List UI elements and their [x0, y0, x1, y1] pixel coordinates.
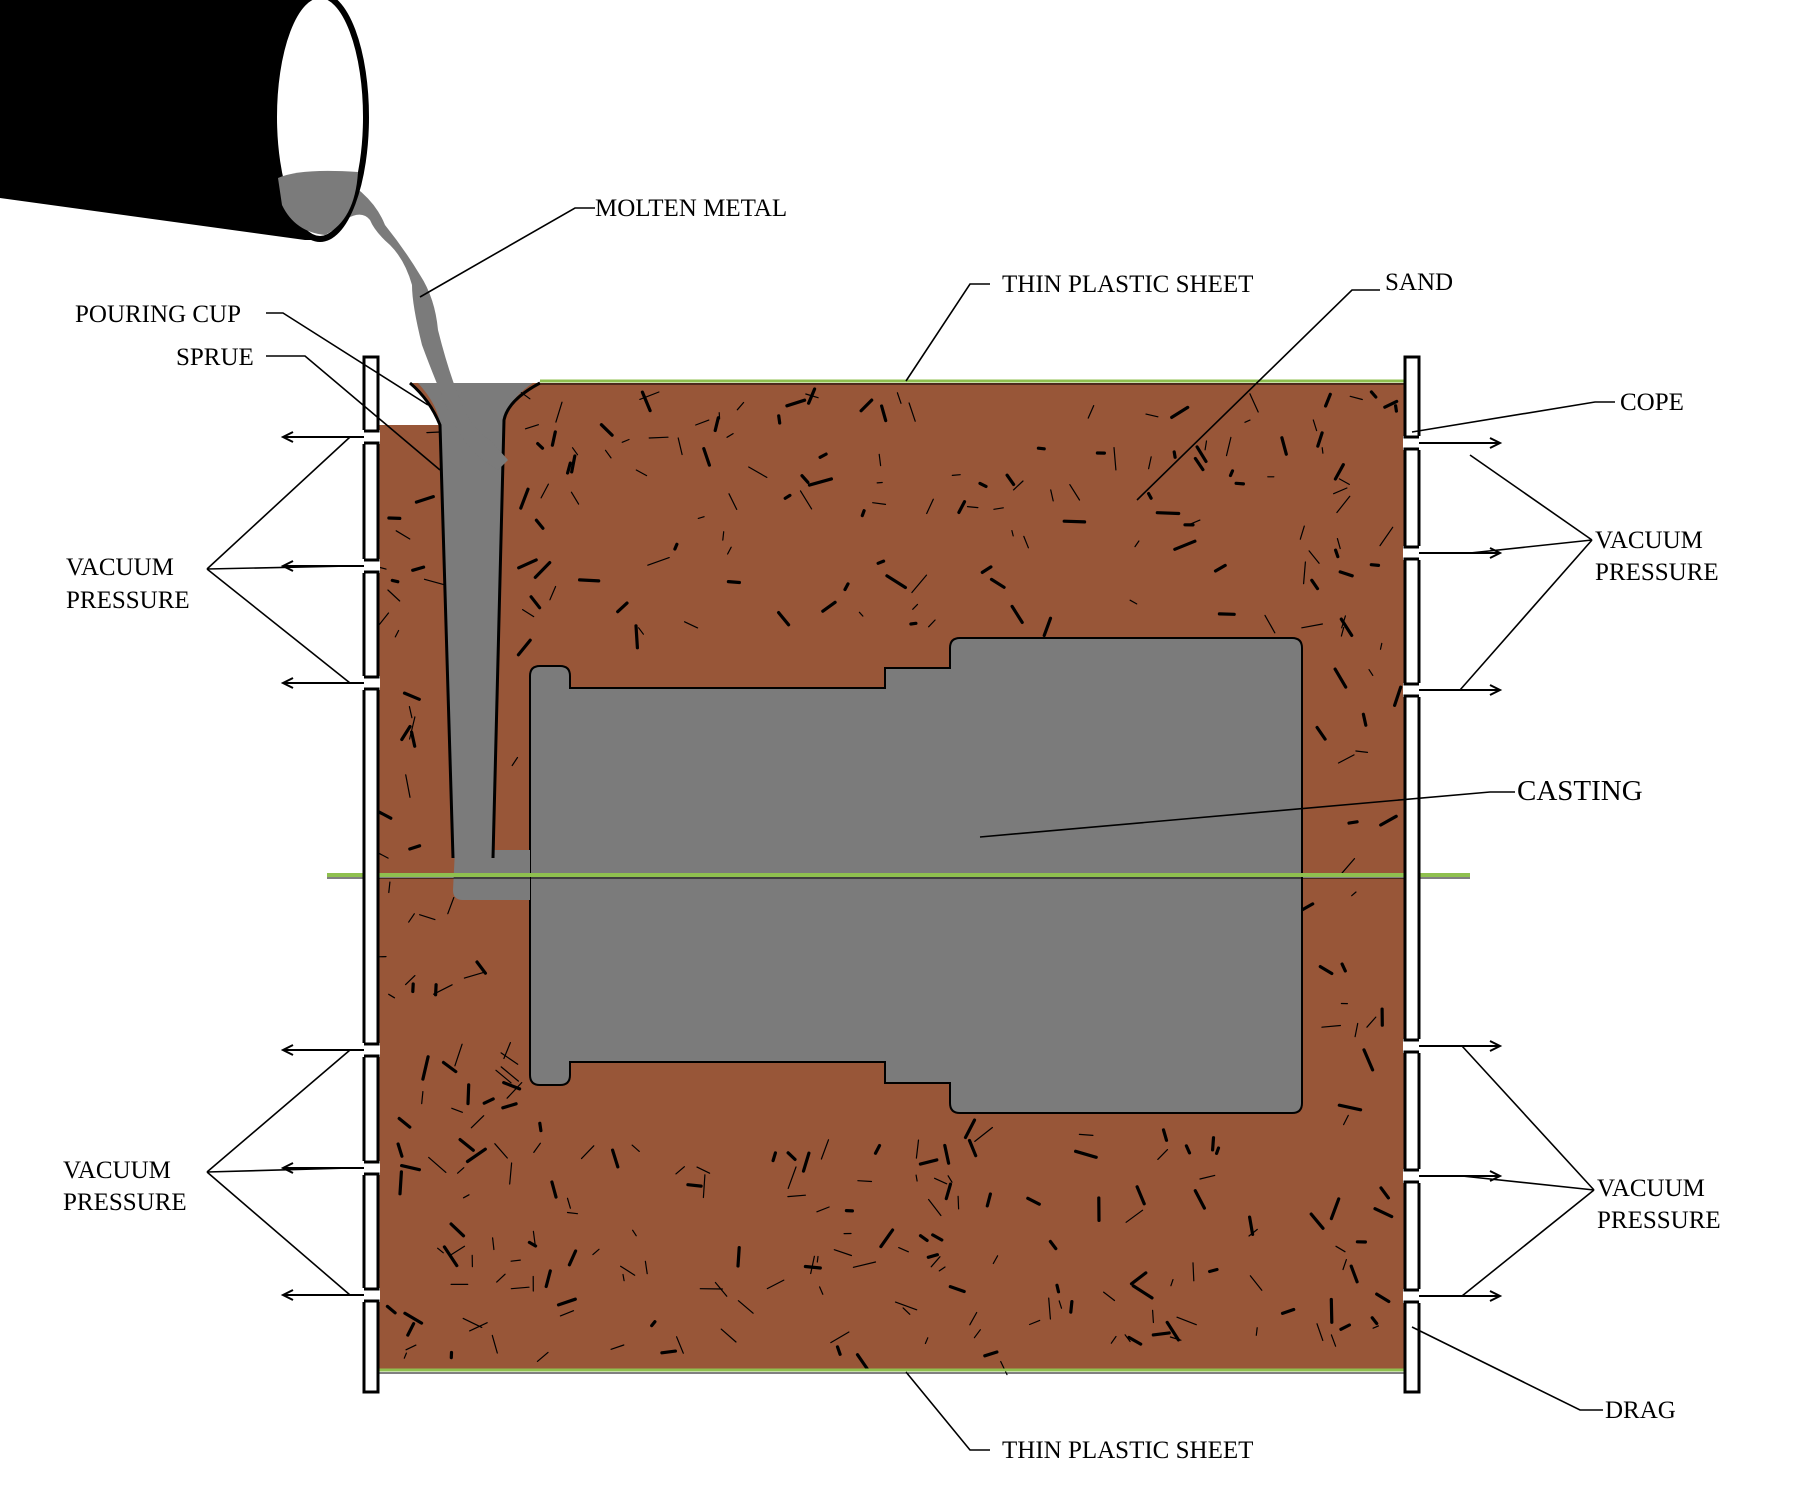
sand-grain: [1071, 1302, 1072, 1313]
sand-grain: [1064, 521, 1084, 522]
sand-grain: [392, 580, 398, 581]
label-pressure-upper-left: PRESSURE: [66, 587, 190, 614]
leader-vacuum-lower-left-1: [207, 1050, 350, 1172]
sand-grain: [1322, 448, 1323, 454]
sand-grain: [1213, 1138, 1214, 1150]
leader-vacuum-lower-right-2: [1462, 1176, 1594, 1190]
leader-cope: [1412, 402, 1615, 432]
sand-grain: [1174, 452, 1175, 457]
sand-grain: [1149, 494, 1152, 499]
label-vacuum-lower-right: VACUUM: [1597, 1175, 1705, 1202]
label-molten-metal: MOLTEN METAL: [595, 195, 787, 222]
label-thin-plastic-sheet-top: THIN PLASTIC SHEET: [1002, 271, 1253, 298]
sand-grain: [878, 561, 884, 563]
label-cope: COPE: [1620, 389, 1684, 416]
sand-grain: [400, 1172, 401, 1194]
label-pressure-lower-left: PRESSURE: [63, 1189, 187, 1216]
sand-grain: [805, 1267, 820, 1269]
leader-vacuum-upper-right-2: [1470, 540, 1592, 553]
sand-grain: [1349, 822, 1357, 823]
sand-grain: [911, 623, 916, 624]
label-pouring-cup: POURING CUP: [75, 301, 241, 328]
leader-vacuum-lower-left-2: [207, 1168, 350, 1172]
label-thin-plastic-sheet-bottom: THIN PLASTIC SHEET: [1002, 1437, 1253, 1464]
sand-grain: [1153, 1333, 1169, 1335]
leader-vacuum-lower-left-3: [207, 1172, 350, 1295]
label-sprue: SPRUE: [176, 344, 254, 371]
label-sand: SAND: [1385, 269, 1453, 296]
leader-vacuum-upper-left-3: [207, 569, 350, 683]
ladle: [0, 0, 366, 240]
leader-vacuum-lower-right-3: [1462, 1190, 1594, 1296]
sand-grain: [662, 1351, 676, 1353]
flask-wall-right: [1405, 357, 1419, 1392]
sand-grain: [738, 1248, 739, 1266]
sand-grain: [649, 437, 668, 438]
sand-grain: [540, 1123, 541, 1130]
label-pressure-upper-right: PRESSURE: [1595, 559, 1719, 586]
sand-grain: [779, 416, 780, 423]
sand-grain: [728, 582, 739, 583]
sand-grain: [858, 1181, 872, 1182]
leader-molten-metal: [420, 208, 595, 297]
leader-vacuum-lower-right-1: [1462, 1046, 1594, 1190]
sand-grain: [773, 1153, 775, 1161]
label-pressure-lower-right: PRESSURE: [1597, 1207, 1721, 1234]
sand-grain: [688, 1185, 701, 1186]
sand-grain: [636, 626, 637, 648]
sand-grain: [862, 511, 864, 516]
leader-vacuum-upper-left-1: [207, 437, 350, 569]
sand-grain: [1038, 448, 1044, 449]
leader-plastic-bottom: [906, 1372, 990, 1450]
label-vacuum-upper-left: VACUUM: [66, 554, 174, 581]
sand-grain: [1396, 406, 1397, 411]
sand-grain: [1157, 513, 1178, 514]
leader-drag: [1412, 1327, 1603, 1410]
sand-grain: [1331, 1300, 1332, 1323]
label-vacuum-lower-left: VACUUM: [63, 1157, 171, 1184]
sand-grain: [1231, 471, 1233, 476]
sand-grain: [468, 1085, 469, 1104]
leader-plastic-top: [906, 284, 990, 381]
sand-grain: [1193, 1263, 1194, 1281]
sand-grain: [580, 580, 599, 581]
sand-grain: [1336, 550, 1338, 556]
label-casting: CASTING: [1517, 775, 1643, 807]
sand-grain: [1210, 1270, 1217, 1272]
leader-vacuum-upper-right-3: [1460, 540, 1592, 690]
sand-grain: [675, 544, 677, 549]
sand-grain: [958, 1196, 959, 1209]
sand-grain: [1057, 1285, 1059, 1292]
sand-grain: [1217, 1148, 1219, 1153]
sand-grain: [817, 1257, 818, 1263]
label-drag: DRAG: [1605, 1397, 1676, 1424]
leader-vacuum-upper-left-2: [207, 566, 350, 569]
label-vacuum-upper-right: VACUUM: [1595, 527, 1703, 554]
sand-grain: [1153, 1310, 1154, 1322]
sand-grain: [1371, 565, 1378, 566]
flask-wall-left: [364, 357, 378, 1392]
sand-grain: [1236, 483, 1243, 484]
leader-vacuum-upper-right-1: [1470, 455, 1592, 540]
sand-grain: [436, 985, 437, 995]
sand-grain: [952, 475, 960, 476]
